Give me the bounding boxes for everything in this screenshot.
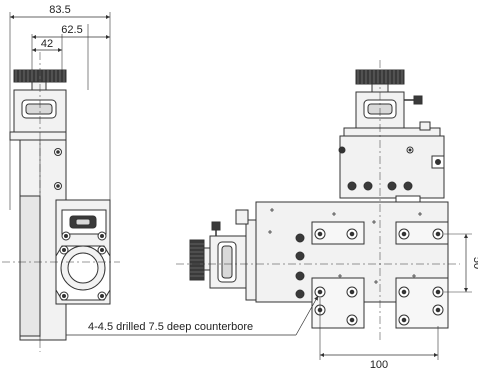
dimension-mid-depth: 62.5 bbox=[61, 24, 82, 36]
dimension-hole-pitch-x: 100 bbox=[370, 359, 388, 369]
side-view-dimensions bbox=[10, 14, 110, 53]
front-view bbox=[176, 60, 460, 342]
counterbore-callout: 4-4.5 drilled 7.5 deep counterbore bbox=[88, 321, 253, 333]
side-view bbox=[2, 12, 120, 352]
dimension-hole-pitch-y: 50 bbox=[471, 257, 478, 269]
dimension-top-depth: 42 bbox=[41, 38, 53, 50]
front-view-dimensions bbox=[319, 233, 472, 360]
counterbore-leader bbox=[66, 295, 319, 336]
dimension-overall-depth: 83.5 bbox=[49, 4, 70, 16]
